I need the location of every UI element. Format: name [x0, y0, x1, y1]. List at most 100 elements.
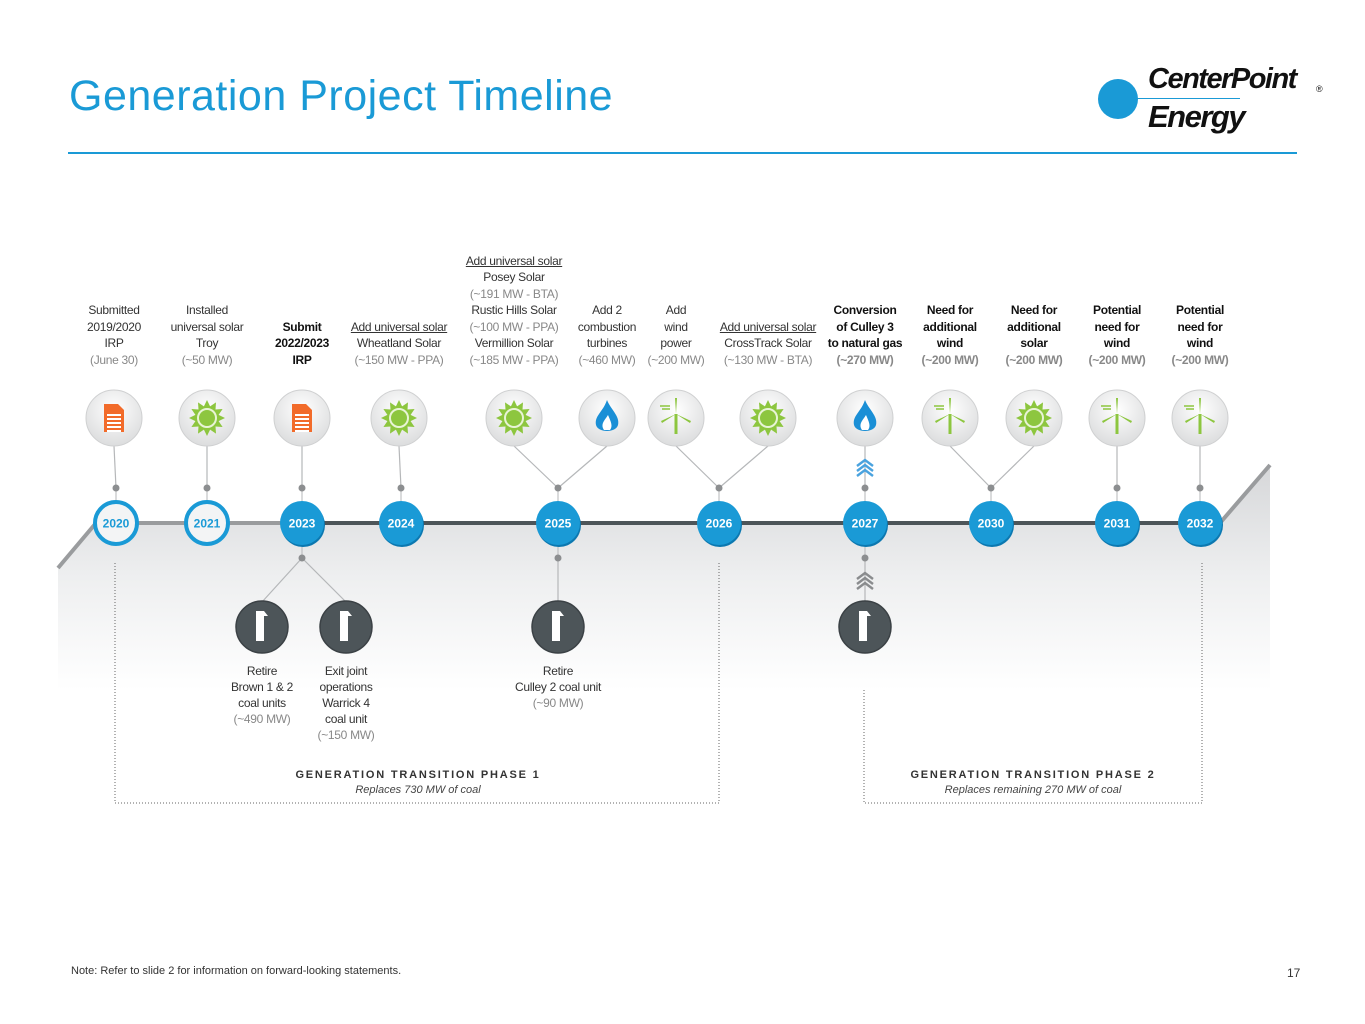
year-node-2023: 2023 [280, 501, 325, 547]
wind-turbine-icon [1184, 398, 1215, 434]
connector-line [990, 445, 1035, 489]
label-line: Add universal solar [719, 319, 817, 334]
label-line: Add [665, 303, 687, 317]
label-line: need for [1094, 319, 1140, 334]
title-divider [68, 152, 1297, 154]
label-line: wind [936, 336, 964, 350]
centerpoint-energy-logo: CenterPoint Energy ® [1098, 64, 1328, 144]
label-line: (~50 MW) [181, 352, 233, 367]
label-line: Brown 1 & 2 [230, 680, 294, 694]
label-line: IRP [104, 336, 124, 350]
label-line: (~100 MW - PPA) [469, 319, 559, 334]
label-line: Potential [1093, 303, 1141, 317]
label-line: Wheatland Solar [356, 336, 442, 350]
year-node-2030: 2030 [969, 501, 1014, 547]
label-line: Submitted [88, 303, 140, 317]
label-line: Need for [1010, 303, 1058, 317]
label-line: of Culley 3 [836, 319, 894, 334]
label-line: Add universal solar [350, 319, 448, 334]
coal-smokestack-icon [552, 611, 564, 641]
label-line: (~490 MW) [233, 712, 291, 726]
label-line: Potential [1176, 303, 1224, 317]
year-node-2026: 2026 [697, 501, 742, 547]
connector-dot [715, 484, 723, 492]
label-line: Submit [282, 319, 322, 334]
year-label: 2026 [706, 517, 733, 531]
label-line: universal solar [170, 319, 244, 334]
connector-dot [987, 484, 995, 492]
connector-line [718, 445, 769, 489]
connector-line [557, 445, 608, 489]
connector-dot [861, 554, 869, 562]
year-label: 2031 [1104, 517, 1131, 531]
connector-line [261, 557, 303, 603]
connector-dot [298, 554, 306, 562]
label-line: additional [1007, 319, 1061, 334]
label-line: (~460 MW) [578, 352, 636, 367]
connector-line [398, 445, 402, 489]
phase-title: GENERATION TRANSITION PHASE 2 [910, 769, 1156, 781]
connector-dot [112, 484, 120, 492]
wind-turbine-icon [660, 398, 691, 434]
logo-circle [1098, 79, 1138, 119]
sun-icon [750, 400, 786, 436]
label-line: combustion [577, 319, 637, 334]
year-node-2031: 2031 [1095, 501, 1140, 547]
year-label: 2027 [852, 517, 879, 531]
year-label: 2020 [103, 517, 130, 531]
flame-icon [595, 400, 619, 431]
up-chevrons-icon [856, 571, 874, 590]
label-line: 2019/2020 [86, 319, 142, 334]
connector-dot [298, 484, 306, 492]
label-line: (~200 MW) [647, 352, 705, 367]
year-node-2024: 2024 [379, 501, 424, 547]
phase2-bracket [863, 563, 1203, 804]
connector-dot [554, 554, 562, 562]
label-line: Retire [542, 664, 574, 678]
year-node-2025: 2025 [536, 501, 581, 547]
logo-line [1120, 98, 1240, 99]
year-label: 2025 [545, 517, 572, 531]
document-icon [104, 404, 124, 432]
registered-mark: ® [1316, 84, 1323, 94]
connector-dot [203, 484, 211, 492]
connector-line [949, 445, 992, 489]
label-line: Rustic Hills Solar [471, 303, 557, 317]
connector-line [301, 557, 347, 603]
label-line: CrossTrack Solar [724, 336, 812, 350]
label-line: coal units [238, 696, 286, 710]
label-line: wind [1186, 336, 1214, 350]
connector-line [113, 445, 117, 489]
label-line: (~130 MW - BTA) [723, 352, 813, 367]
connector-dot [554, 484, 562, 492]
sun-icon [496, 400, 532, 436]
phase-subtitle: Replaces remaining 270 MW of coal [944, 784, 1122, 796]
coal-smokestack-icon [859, 611, 871, 641]
label-line: Add 2 [592, 303, 622, 317]
connector-dot [1113, 484, 1121, 492]
logo-line1: CenterPoint [1148, 63, 1297, 95]
phase-2-label: GENERATION TRANSITION PHASE 2 Replaces re… [910, 769, 1155, 796]
coal-smokestack-icon [256, 611, 268, 641]
label-line: operations [319, 680, 373, 694]
footnote: Note: Refer to slide 2 for information o… [71, 965, 402, 977]
page-title: Generation Project Timeline [69, 72, 614, 120]
label-line: (~200 MW) [1171, 352, 1229, 367]
year-label: 2024 [388, 517, 415, 531]
phase-title: GENERATION TRANSITION PHASE 1 [295, 769, 541, 781]
label-line: (~90 MW) [532, 696, 584, 710]
label-line: Need for [926, 303, 974, 317]
label-line: Warrick 4 [322, 696, 370, 710]
connector-dot [861, 484, 869, 492]
